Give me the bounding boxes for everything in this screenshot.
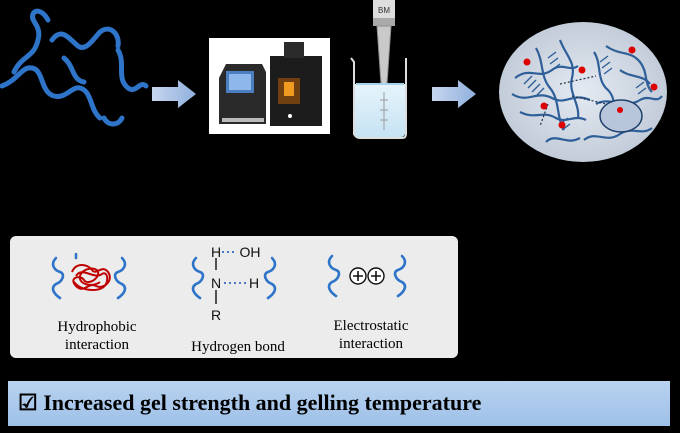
sonication-beaker-icon: BM [350,0,407,139]
electrostatic-label: Electrostatic interaction [306,317,436,353]
hydrophobic-tangle-icon [71,264,111,291]
checkbox-icon: ☑ [18,390,38,415]
hbond-r: R [211,307,221,323]
hydrogen-bond-icon: H OH N H R [191,244,277,323]
electrostatic-label-line2: interaction [338,336,404,352]
hydrogen-bond-label: Hydrogen bond [168,338,308,356]
summary-text-row: ☑ Increased gel strength and gelling tem… [18,390,481,416]
interaction-panel [10,236,458,358]
hbond-oh: OH [240,244,261,260]
arrow-icon [432,80,476,108]
ultrasonic-device-icon [209,38,330,134]
hydrogen-bond-label-line1: Hydrogen bond [191,339,285,355]
interaction-icons: H OH N H R [51,244,407,323]
polymer-chains-icon [0,8,149,127]
probe-label: BM [378,6,390,15]
electrostatic-label-line1: Electrostatic [333,318,409,334]
hydrophobic-interaction-icon [51,252,127,300]
summary-banner [8,381,670,426]
process-diagram: BM [0,0,667,162]
summary-text: Increased gel strength and gelling tempe… [43,390,482,415]
hbond-h-top: H [211,244,221,260]
hydrophobic-label-line1: Hydrophobic [57,319,137,335]
hbond-h-right: H [249,275,259,291]
electrostatic-interaction-icon [327,254,407,298]
hydrophobic-label-line2: interaction [64,337,130,353]
hbond-n: N [211,275,221,291]
gel-network-icon [499,22,667,162]
arrow-icon [152,80,196,108]
hydrophobic-label: Hydrophobic interaction [32,318,162,354]
